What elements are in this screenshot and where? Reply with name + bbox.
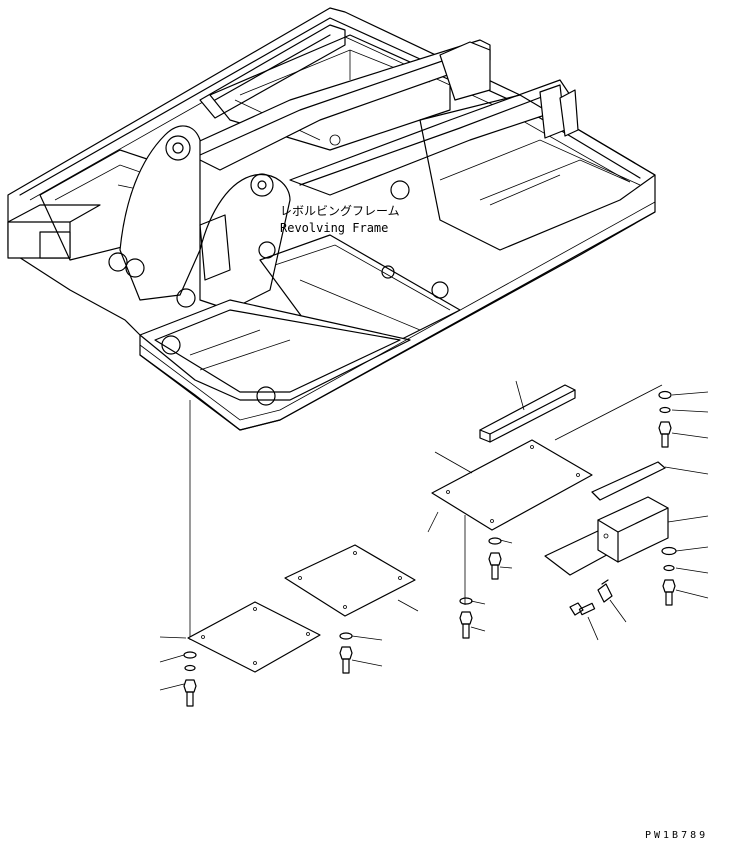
label-japanese: レボルビングフレーム <box>280 204 400 218</box>
bolt-icon <box>459 611 473 639</box>
drawing-id: PW1B789 <box>645 830 709 841</box>
bolt-icon <box>488 552 502 580</box>
washer-icon <box>663 564 675 572</box>
bracket-box <box>544 496 669 576</box>
bolt-icon <box>662 579 676 606</box>
bolt-icon <box>339 646 353 674</box>
clip-icon <box>597 579 613 603</box>
bolt-icon <box>658 421 672 448</box>
small-cover <box>591 461 666 501</box>
exploded-parts <box>159 380 709 707</box>
label-english: Revolving Frame <box>280 221 389 235</box>
bolt-icon <box>569 602 596 616</box>
washer-icon <box>183 651 197 659</box>
washer-icon <box>658 390 672 400</box>
cover-plate-middle <box>284 544 416 617</box>
cover-plate-upper-right <box>431 439 593 531</box>
rubber-bar <box>479 384 576 443</box>
cover-plate-lower-left <box>187 601 321 673</box>
washer-icon <box>339 632 353 640</box>
washer-icon <box>659 406 671 414</box>
washer-icon <box>459 597 473 605</box>
washer-icon <box>488 537 502 545</box>
washer-icon <box>661 546 677 556</box>
revolving-frame <box>7 7 656 431</box>
washer-icon <box>184 664 196 672</box>
bolt-icon <box>183 679 197 707</box>
